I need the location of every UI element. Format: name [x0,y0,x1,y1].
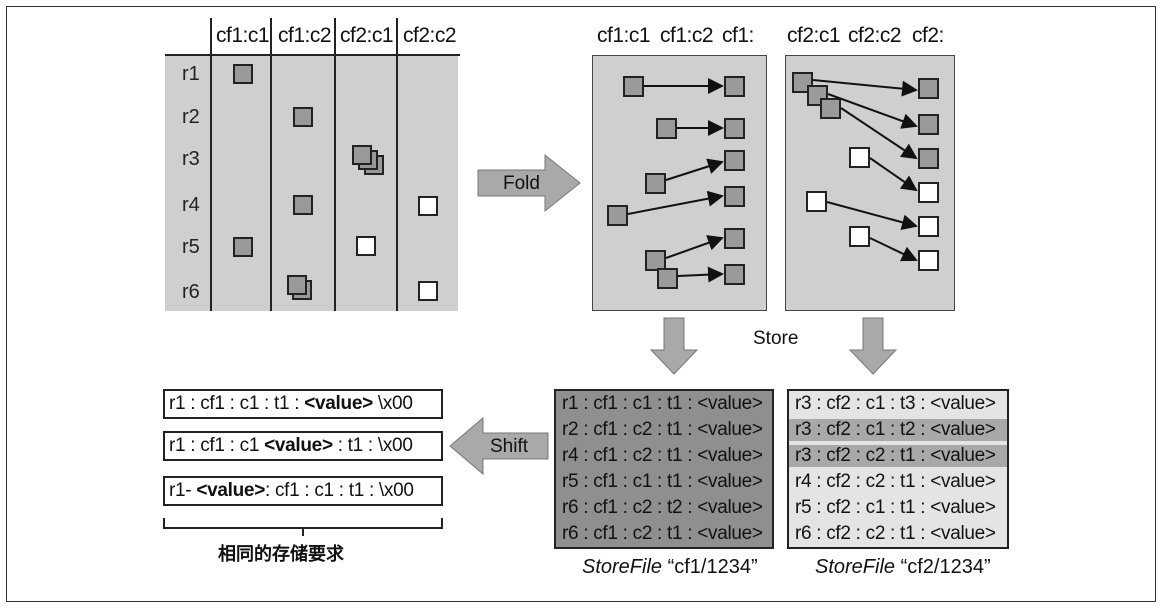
cell-r5-cf2-c1 [356,236,376,256]
storefile-cf1-row: r6 : cf1 : c2 : t2 : <value> [556,497,772,519]
key-layout-suffix: : cf1 : c1 : t1 : \x00 [265,480,414,501]
cell-r4-cf2-c2 [418,196,438,216]
storefile-cf2-row: r4 : cf2 : c2 : t1 : <value> [789,471,1007,493]
store-cf1-source-r5 [607,205,628,226]
store-cf2-target-4 [918,182,939,203]
fold-label: Fold [503,173,540,194]
store-cf2-target-2 [918,114,939,135]
store-cf1-target-2 [724,118,745,139]
store-cf2-source-r6 [849,226,870,247]
cell-r6-cf1-c2-version-1 [287,275,307,295]
cell-r3-cf2-c1-version-1 [352,145,372,165]
store-cf1-target-3 [724,150,745,171]
store-cf1-source-r2 [656,118,677,139]
key-layout-prefix: r1- [169,480,197,501]
store-cf2-source-r3-t1 [820,98,841,119]
storefile-cf1-caption: StoreFile “cf1/1234” [582,556,758,579]
key-layout-suffix: : t1 : \x00 [332,435,413,456]
store-cf2-target-5 [918,216,939,237]
cell-r5-cf1-c1 [233,237,253,257]
column-header-cf1-c2: cf1:c2 [278,24,332,47]
storefile-cf2-caption: StoreFile “cf2/1234” [815,556,991,579]
key-layout-value-at-end: r1 : cf1 : c1 : t1 : <value> \x00 [163,389,443,419]
row-label-r3: r3 [182,148,200,170]
key-layout-prefix: r1 : cf1 : c1 [169,435,265,456]
column-band-cf1-c2 [272,55,334,311]
store-cf2-source-r4 [849,147,870,168]
storefile-cf2-row: r5 : cf2 : c1 : t1 : <value> [789,497,1007,519]
store-cf1-header-c2: cf1:c2 [660,24,714,47]
storefile-cf1-row: r1 : cf1 : c1 : t1 : <value> [556,393,772,415]
column-band-cf2-c1 [336,55,396,311]
bracket-caption: 相同的存储要求 [218,544,344,565]
key-layout-suffix: \x00 [372,393,413,414]
column-band-cf2-c2 [398,55,458,311]
key-layout-value-in-middle: r1 : cf1 : c1 <value> : t1 : \x00 [163,431,443,461]
column-header-cf2-c2: cf2:c2 [403,24,457,47]
store-cf1-source-r6-t1 [657,268,678,289]
key-layout-prefix: r1 : cf1 : c1 : t1 : [169,393,305,414]
store-cf1-target-5 [724,228,745,249]
storefile-cf2-caption-name: “cf2/1234” [900,556,991,578]
row-label-r5: r5 [182,236,200,258]
store-cf1-source-r1 [623,76,644,97]
storefile-cf2-row: r3 : cf2 : c1 : t2 : <value> [789,419,1007,441]
storefile-cf2-caption-prefix: StoreFile [815,556,896,578]
key-layout-value: <value> [196,480,265,501]
key-layout-value-after-row: r1- <value>: cf1 : c1 : t1 : \x00 [163,476,443,506]
row-label-r6: r6 [182,281,200,303]
figure-frame [6,6,1156,602]
store-cf2-target-1 [918,78,939,99]
row-label-r2: r2 [182,106,200,128]
store-cf2-target-6 [918,250,939,271]
cell-r4-cf1-c2 [293,195,313,215]
store-cf2-header-family: cf2: [912,24,944,47]
store-cf2-header-c2: cf2:c2 [848,24,902,47]
store-cf1-source-r6-t2 [645,250,666,271]
cell-r2-cf1-c2 [293,107,313,127]
storefile-cf2: r3 : cf2 : c1 : t3 : <value> r3 : cf2 : … [787,389,1009,549]
store-cf1-source-r4 [645,173,666,194]
row-label-band [165,55,210,311]
storefile-cf1-row: r2 : cf1 : c2 : t1 : <value> [556,419,772,441]
cell-r6-cf2-c2 [418,281,438,301]
storefile-cf1: r1 : cf1 : c1 : t1 : <value> r2 : cf1 : … [554,389,774,549]
column-header-cf2-c1: cf2:c1 [340,24,394,47]
storefile-cf2-row: r6 : cf2 : c2 : t1 : <value> [789,523,1007,545]
storefile-cf2-row: r3 : cf2 : c2 : t1 : <value> [789,445,1007,467]
store-cf1-target-6 [724,264,745,285]
key-layout-value: <value> [304,393,373,414]
store-cf1-header-family: cf1: [722,24,754,47]
cell-r1-cf1-c1 [233,64,253,84]
store-cf2-header-c1: cf2:c1 [787,24,841,47]
store-cf2-target-3 [918,148,939,169]
column-band-cf1-c1 [212,55,270,311]
store-cf1-target-1 [724,76,745,97]
storefile-cf1-caption-name: “cf1/1234” [667,556,758,578]
storefile-cf2-row: r3 : cf2 : c1 : t3 : <value> [789,393,1007,415]
row-label-r4: r4 [182,194,200,216]
storefile-cf1-caption-prefix: StoreFile [582,556,663,578]
storefile-cf1-row: r6 : cf1 : c2 : t1 : <value> [556,523,772,545]
storefile-cf1-row: r5 : cf1 : c1 : t1 : <value> [556,471,772,493]
storefile-cf1-row: r4 : cf1 : c2 : t1 : <value> [556,445,772,467]
store-cf2-source-r5 [806,191,827,212]
store-label: Store [753,328,799,349]
store-cf1-target-4 [724,186,745,207]
shift-label: Shift [490,436,529,457]
key-layout-value: <value> [264,435,333,456]
row-label-r1: r1 [182,63,200,85]
store-cf1-header-c1: cf1:c1 [597,24,651,47]
column-header-cf1-c1: cf1:c1 [216,24,270,47]
